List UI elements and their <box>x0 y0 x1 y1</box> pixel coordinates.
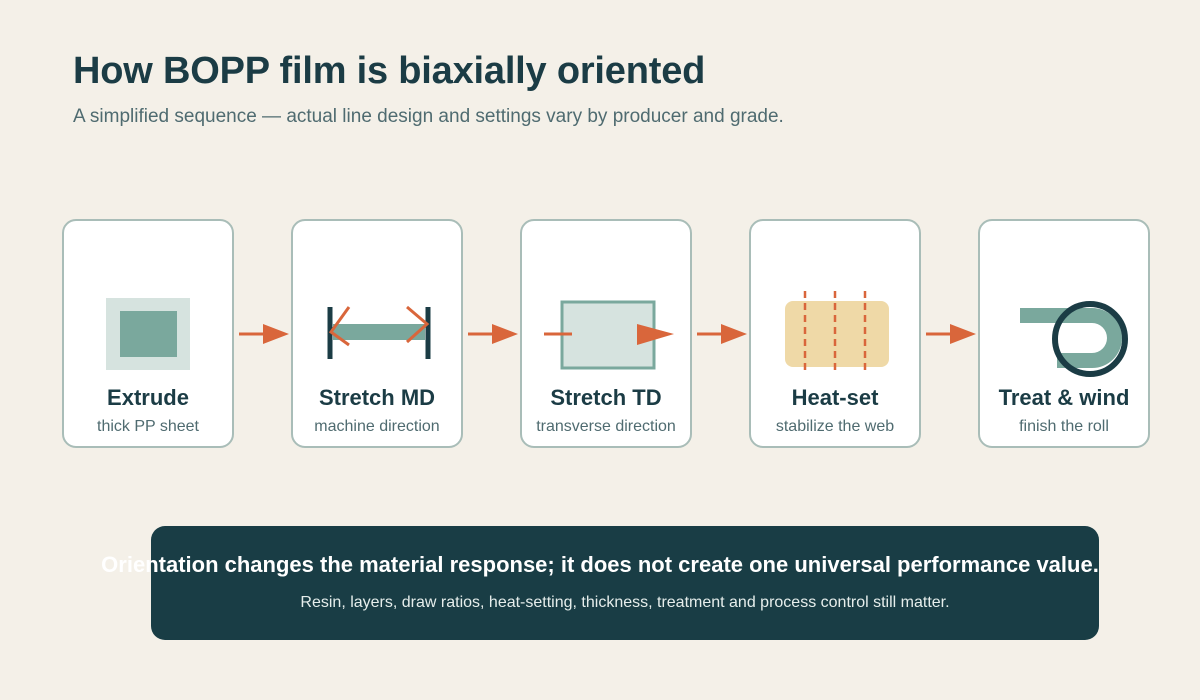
summary-banner <box>151 526 1099 640</box>
roll-icon <box>1020 301 1128 377</box>
arrow-right-icon <box>468 324 518 344</box>
td-stretch-icon <box>544 300 674 370</box>
step-card-heat-set: Heat-set stabilize the web <box>749 219 921 448</box>
step-name: Stretch TD <box>550 385 662 410</box>
step-name: Treat & wind <box>998 385 1130 410</box>
page-title: How BOPP film is biaxially oriented <box>73 50 706 92</box>
step-desc: stabilize the web <box>775 418 895 435</box>
sheet-icon <box>106 298 190 370</box>
arrow-right-icon <box>926 324 976 344</box>
page-subtitle: A simplified sequence — actual line desi… <box>73 106 784 127</box>
step-desc: thick PP sheet <box>97 418 199 435</box>
step-card-stretch-td: Stretch TD transverse direction <box>520 219 692 448</box>
arrow-right-icon <box>239 324 289 344</box>
step-name: Extrude <box>107 385 189 410</box>
step-card-treat-wind: Treat & wind finish the roll <box>978 219 1150 448</box>
arrow-right-icon <box>697 324 747 344</box>
step-card-stretch-md: Stretch MD machine direction <box>291 219 463 448</box>
summary-banner-note: Resin, layers, draw ratios, heat-setting… <box>300 594 950 611</box>
step-desc: transverse direction <box>536 418 676 435</box>
step-name: Heat-set <box>791 385 879 410</box>
step-card-extrude: Extrude thick PP sheet <box>62 219 234 448</box>
summary-banner-headline: Orientation changes the material respons… <box>101 552 1099 577</box>
md-stretch-icon <box>327 305 431 359</box>
step-desc: machine direction <box>314 418 440 435</box>
step-desc: finish the roll <box>1019 418 1109 435</box>
heat-set-icon <box>785 291 889 373</box>
step-name: Stretch MD <box>318 385 436 410</box>
